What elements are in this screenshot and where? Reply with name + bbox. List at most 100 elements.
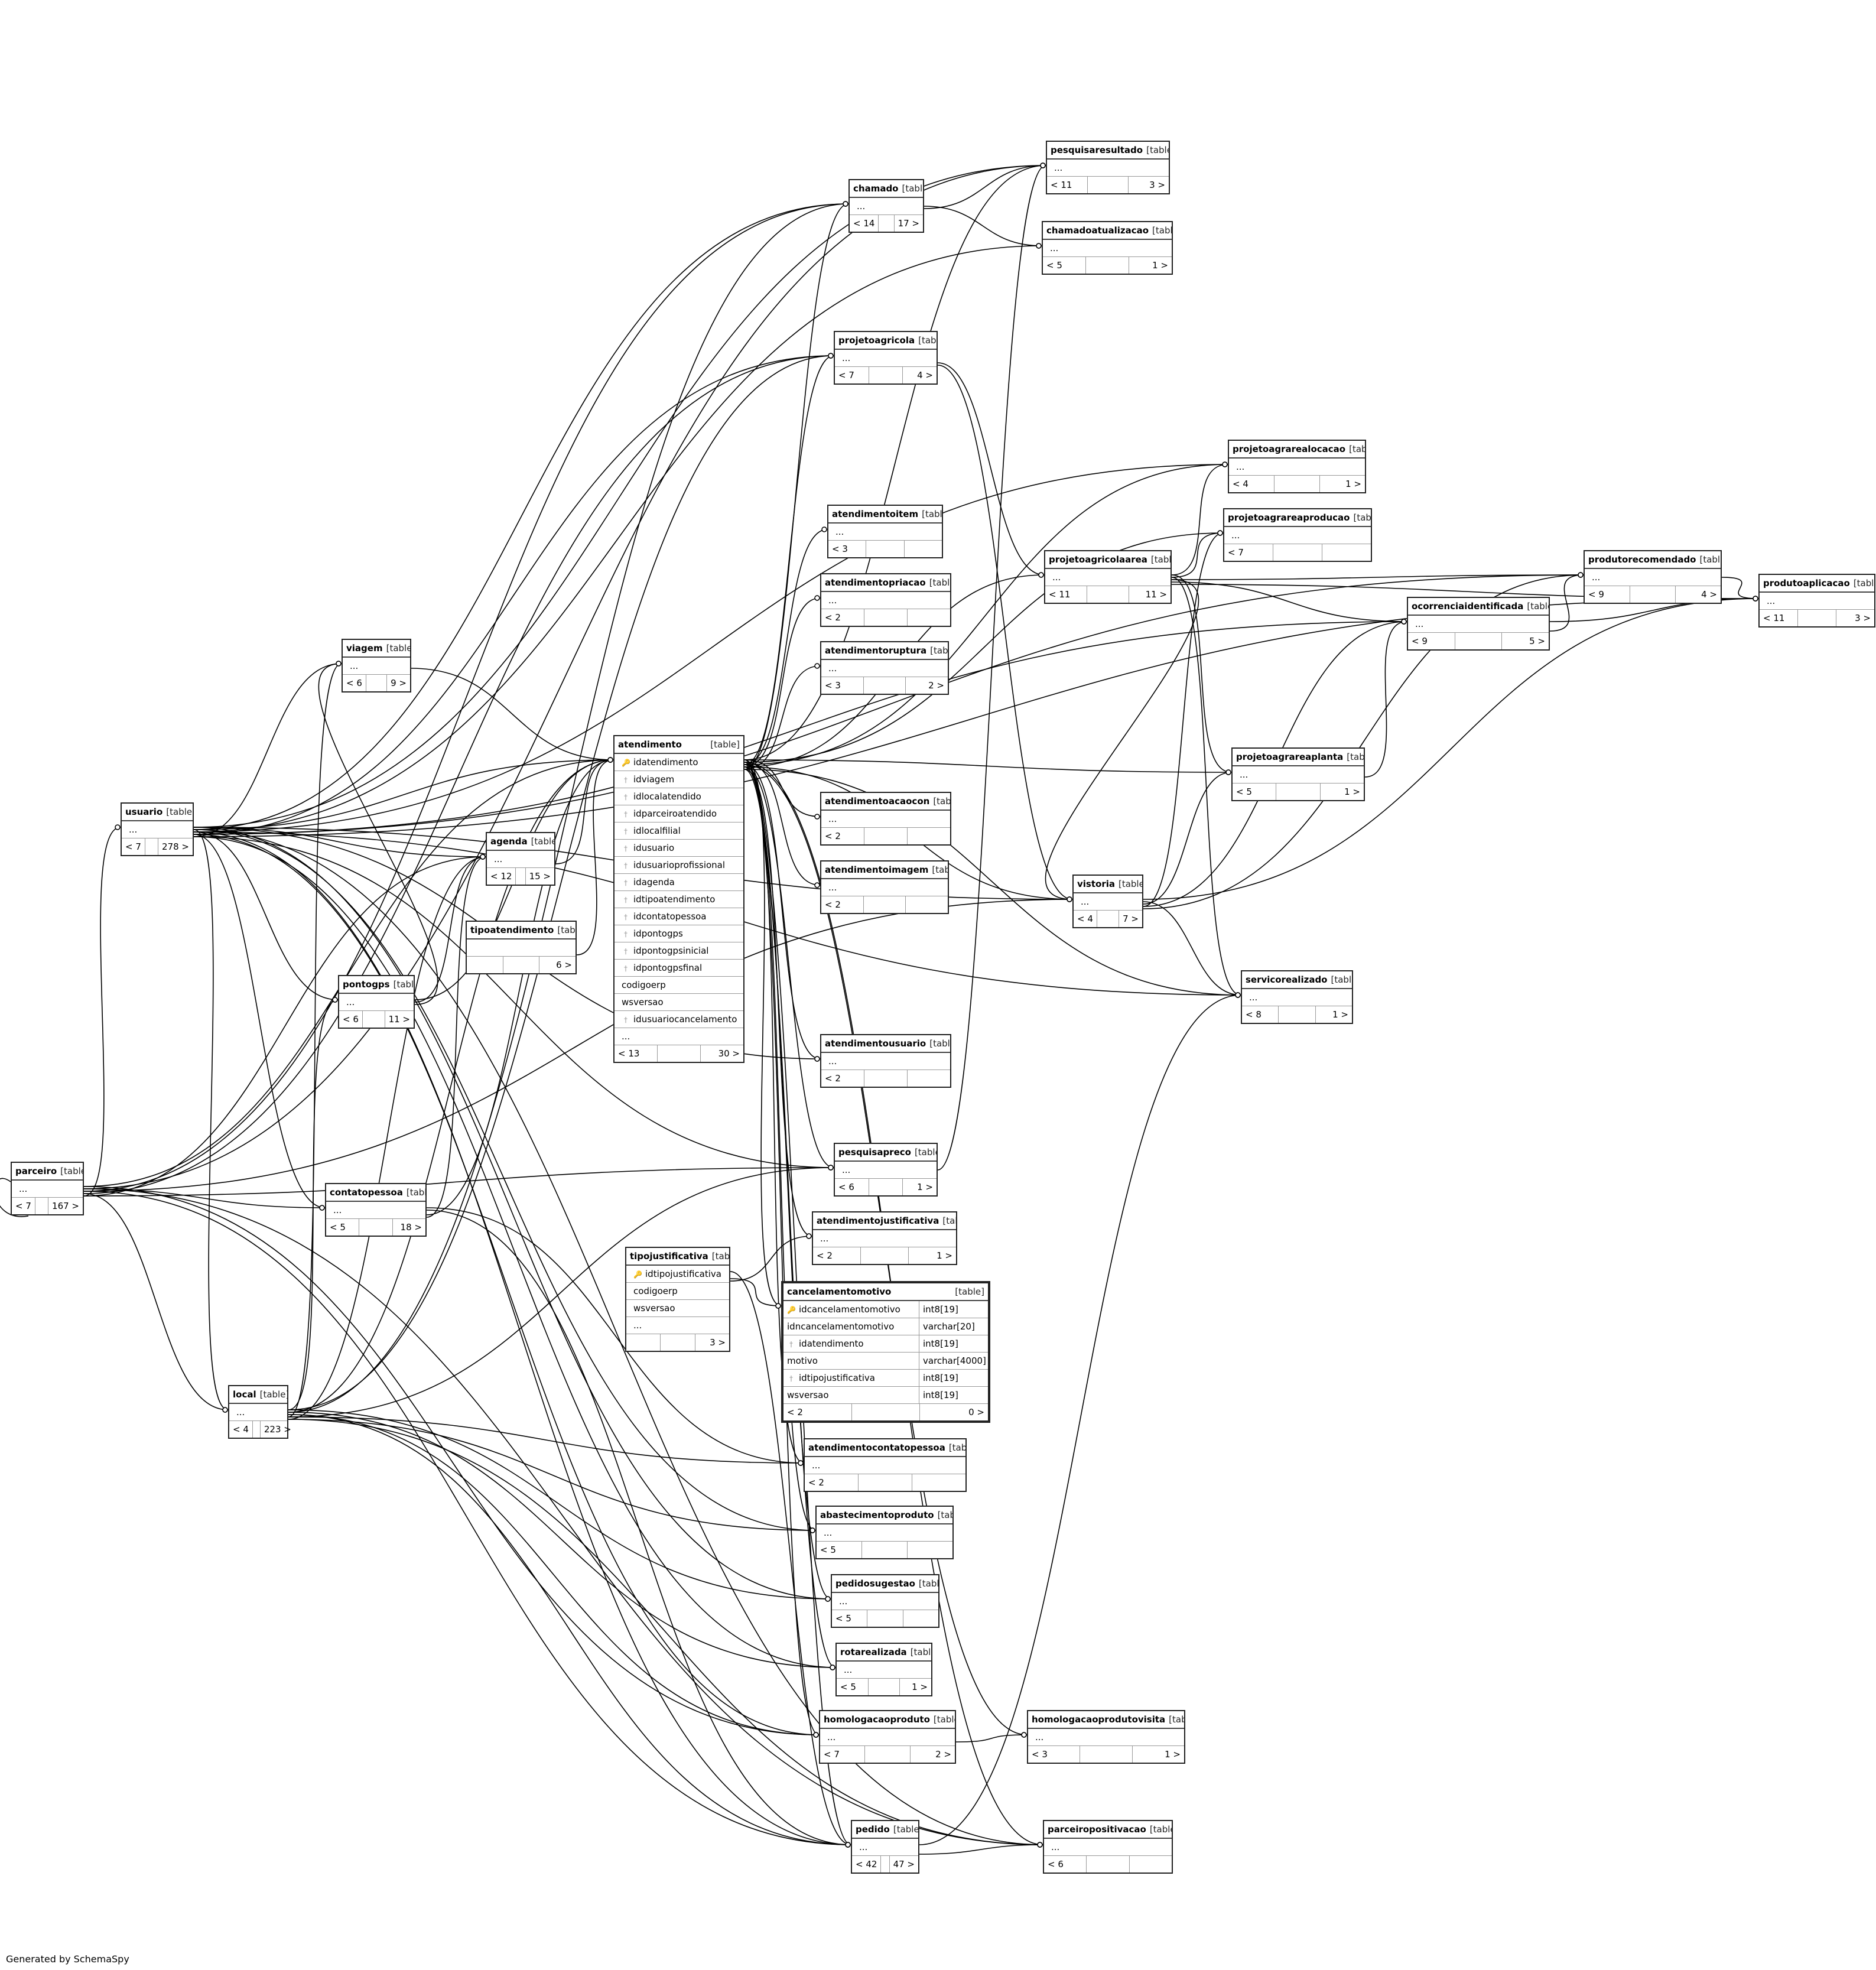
- column-row[interactable]: †idpontogps: [615, 925, 743, 942]
- table-header[interactable]: tipoatendimento[table]: [467, 922, 576, 940]
- table-name[interactable]: projetoagrareaproducao: [1228, 512, 1350, 523]
- column-row[interactable]: ...: [852, 1839, 918, 1856]
- table-header[interactable]: projetoagrareaproducao[table]: [1224, 509, 1371, 527]
- children-count[interactable]: 167 >: [52, 1201, 79, 1211]
- column-row[interactable]: codigoerp: [626, 1283, 729, 1300]
- children-count[interactable]: 3 >: [1149, 180, 1165, 190]
- table-name[interactable]: pedido: [856, 1824, 890, 1835]
- column-row[interactable]: ...: [1043, 240, 1172, 257]
- column-row[interactable]: †idviagem: [615, 771, 743, 788]
- column-row[interactable]: ...: [1585, 569, 1721, 586]
- children-count[interactable]: 4 >: [917, 370, 934, 381]
- children-count[interactable]: [1130, 1856, 1172, 1873]
- parents-count[interactable]: < 6: [339, 1011, 363, 1028]
- column-row[interactable]: ...: [820, 1729, 955, 1746]
- table-atendimentoruptura[interactable]: atendimentoruptura[table]...< 32 >: [820, 641, 949, 695]
- parents-count[interactable]: < 3: [1028, 1746, 1081, 1763]
- children-count[interactable]: 47 >: [893, 1859, 915, 1870]
- column-row[interactable]: †idpontogpsfinal: [615, 960, 743, 977]
- column-row[interactable]: ...: [12, 1181, 83, 1198]
- table-name[interactable]: pesquisapreco: [838, 1147, 911, 1158]
- table-header[interactable]: atendimento[table]: [615, 736, 743, 754]
- column-row[interactable]: 🔑idatendimento: [615, 754, 743, 771]
- table-parceiropositivacao[interactable]: parceiropositivacao[table]...< 6: [1043, 1820, 1173, 1874]
- table-header[interactable]: projetoagrareaplanta[table]: [1233, 749, 1364, 766]
- column-row[interactable]: ...: [1028, 1729, 1184, 1746]
- column-row[interactable]: ...: [1233, 766, 1364, 784]
- table-name[interactable]: usuario: [125, 807, 163, 817]
- table-atendimentopriacao[interactable]: atendimentopriacao[table]...< 2: [820, 573, 951, 627]
- table-name[interactable]: local: [233, 1389, 256, 1400]
- column-row[interactable]: †idpontogpsinicial: [615, 942, 743, 960]
- column-row[interactable]: †idusuariocancelamento: [615, 1011, 743, 1028]
- column-row[interactable]: ...: [615, 1028, 743, 1045]
- table-ocorrenciaidentificada[interactable]: ocorrenciaidentificada[table]...< 95 >: [1407, 597, 1550, 651]
- children-count[interactable]: 4 >: [1701, 589, 1717, 600]
- table-header[interactable]: servicorealizado[table]: [1242, 971, 1352, 989]
- children-count[interactable]: 1 >: [1332, 1009, 1348, 1020]
- table-name[interactable]: rotarealizada: [840, 1647, 907, 1657]
- table-header[interactable]: chamado[table]: [850, 180, 923, 198]
- column-row[interactable]: ...: [821, 592, 950, 609]
- parents-count[interactable]: < 2: [821, 1070, 864, 1087]
- table-header[interactable]: pontogps[table]: [339, 976, 414, 994]
- table-header[interactable]: abastecimentoproduto[table]: [817, 1507, 952, 1524]
- table-header[interactable]: parceiro[table]: [12, 1163, 83, 1181]
- table-tipoatendimento[interactable]: tipoatendimento[table]6 >: [466, 921, 577, 974]
- children-count[interactable]: 223 >: [264, 1424, 291, 1435]
- table-atendimento[interactable]: atendimento[table]🔑idatendimento†idviage…: [613, 735, 744, 1063]
- table-header[interactable]: homologacaoproduto[table]: [820, 1711, 955, 1729]
- children-count[interactable]: 7 >: [1123, 914, 1139, 924]
- column-row[interactable]: †idusuario: [615, 840, 743, 857]
- parents-count[interactable]: < 11: [1760, 610, 1798, 626]
- column-row[interactable]: wsversao: [615, 994, 743, 1011]
- table-projetoagrareaproducao[interactable]: projetoagrareaproducao[table]...< 7: [1223, 508, 1372, 562]
- column-row[interactable]: †idparceiroatendido: [615, 805, 743, 823]
- table-atendimentoitem[interactable]: atendimentoitem[table]...< 3: [827, 505, 943, 558]
- table-header[interactable]: projetoagricola[table]: [835, 332, 937, 350]
- children-count[interactable]: [908, 1070, 950, 1087]
- children-count[interactable]: 0 >: [968, 1407, 985, 1418]
- table-homologacaoprodutovisita[interactable]: homologacaoprodutovisita[table]...< 31 >: [1027, 1710, 1185, 1764]
- table-chamadoatualizacao[interactable]: chamadoatualizacao[table]...< 51 >: [1042, 221, 1173, 275]
- parents-count[interactable]: < 5: [817, 1542, 862, 1558]
- children-count[interactable]: 1 >: [1152, 260, 1168, 271]
- table-header[interactable]: pedidosugestao[table]: [832, 1575, 938, 1593]
- table-vistoria[interactable]: vistoria[table]...< 47 >: [1072, 875, 1143, 928]
- table-header[interactable]: local[table]: [229, 1386, 287, 1404]
- table-header[interactable]: ocorrenciaidentificada[table]: [1408, 598, 1549, 616]
- children-count[interactable]: 2 >: [935, 1749, 951, 1760]
- table-pontogps[interactable]: pontogps[table]...< 611 >: [338, 975, 415, 1029]
- column-row[interactable]: ...: [821, 811, 950, 828]
- children-count[interactable]: 15 >: [529, 871, 551, 882]
- column-row[interactable]: †idcontatopessoa: [615, 908, 743, 925]
- column-row[interactable]: ...: [805, 1457, 965, 1474]
- children-count[interactable]: [1322, 544, 1371, 561]
- column-row[interactable]: ...: [1044, 1839, 1172, 1856]
- parents-count[interactable]: < 6: [343, 675, 366, 691]
- parents-count[interactable]: < 2: [821, 828, 864, 844]
- table-projetoagrarealocacao[interactable]: projetoagrarealocacao[table]...< 41 >: [1228, 440, 1366, 493]
- children-count[interactable]: 278 >: [162, 841, 189, 852]
- table-header[interactable]: atendimentousuario[table]: [821, 1035, 950, 1053]
- column-row[interactable]: ...: [229, 1404, 287, 1421]
- table-header[interactable]: pedido[table]: [852, 1821, 918, 1839]
- column-row[interactable]: †idagenda: [615, 874, 743, 891]
- parents-count[interactable]: < 14: [850, 215, 879, 232]
- table-header[interactable]: usuario[table]: [122, 804, 193, 821]
- column-row[interactable]: †idtipoatendimento: [615, 891, 743, 908]
- column-row[interactable]: ...: [817, 1524, 952, 1542]
- table-name[interactable]: produtoaplicacao: [1763, 578, 1850, 589]
- column-row[interactable]: ...: [821, 1053, 950, 1070]
- table-header[interactable]: produtoaplicacao[table]: [1760, 575, 1874, 593]
- parents-count[interactable]: < 13: [615, 1045, 658, 1062]
- table-header[interactable]: homologacaoprodutovisita[table]: [1028, 1711, 1184, 1729]
- children-count[interactable]: 1 >: [912, 1682, 928, 1692]
- parents-count[interactable]: < 2: [783, 1404, 852, 1420]
- table-atendimentocontatopessoa[interactable]: atendimentocontatopessoa[table]...< 2: [804, 1438, 967, 1492]
- table-header[interactable]: contatopessoa[table]: [326, 1184, 425, 1202]
- parents-count[interactable]: < 9: [1408, 633, 1455, 649]
- table-header[interactable]: agenda[table]: [487, 833, 554, 851]
